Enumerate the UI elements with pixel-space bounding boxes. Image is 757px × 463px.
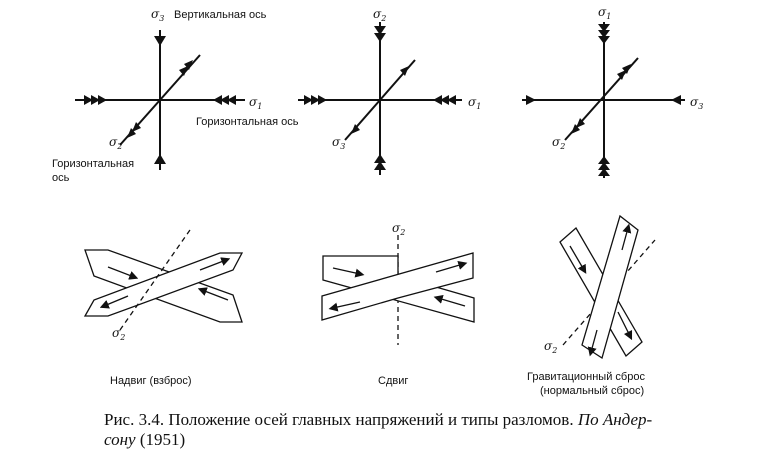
thrust-fault-label: Надвиг (взброс) xyxy=(110,375,192,387)
horizontal-axis-label-2-line2: ось xyxy=(52,172,70,184)
horizontal-axis-label-2: Горизонтальная xyxy=(52,158,134,170)
sigma-label: σ2 xyxy=(109,135,122,151)
strike-slip-fault-label: Сдвиг xyxy=(378,375,408,387)
figure-diagrams: σ3 Вертикальная ось σ1 σ2 Горизонтальная… xyxy=(52,5,703,397)
vertical-axis-label: Вертикальная ось xyxy=(174,9,267,21)
sigma-label: σ3 xyxy=(332,135,345,151)
strike-slip-fault-diagram xyxy=(321,235,475,345)
sigma-label: σ1 xyxy=(249,95,262,111)
normal-fault-arrows xyxy=(569,223,633,357)
stress-arrows-3 xyxy=(526,24,681,176)
sigma-label: σ2 xyxy=(544,339,557,355)
sigma-label: σ2 xyxy=(112,326,125,342)
caption-year: (1951) xyxy=(139,430,186,449)
stress-arrows-2 xyxy=(304,26,456,170)
normal-fault-label-2: (нормальный сброс) xyxy=(540,385,644,397)
sigma-label: σ2 xyxy=(373,7,386,23)
normal-fault-diagram xyxy=(559,214,656,360)
sigma-label: σ1 xyxy=(468,95,481,111)
caption-author: По Андер- xyxy=(577,410,653,429)
figure-caption: Рис. 3.4. Положение осей главных напряже… xyxy=(104,410,754,450)
sigma-label: σ2 xyxy=(392,221,405,237)
sigma-label: σ1 xyxy=(598,5,611,21)
strike-slip-fault-arrows xyxy=(328,260,468,312)
normal-fault-label: Гравитационный сброс xyxy=(527,371,645,383)
stress-arrows-1 xyxy=(84,36,236,164)
thrust-fault-diagram xyxy=(83,229,244,331)
caption-text: Рис. 3.4. Положение осей главных напряже… xyxy=(104,410,574,429)
sigma-label: σ3 xyxy=(151,7,164,23)
sigma-label: σ2 xyxy=(552,135,565,151)
horizontal-axis-label: Горизонтальная ось xyxy=(196,116,299,128)
sigma-label: σ3 xyxy=(690,95,703,111)
stress-diagram-3 xyxy=(522,22,685,178)
caption-author-2: сону xyxy=(104,430,136,449)
thrust-fault-arrows xyxy=(99,257,231,309)
